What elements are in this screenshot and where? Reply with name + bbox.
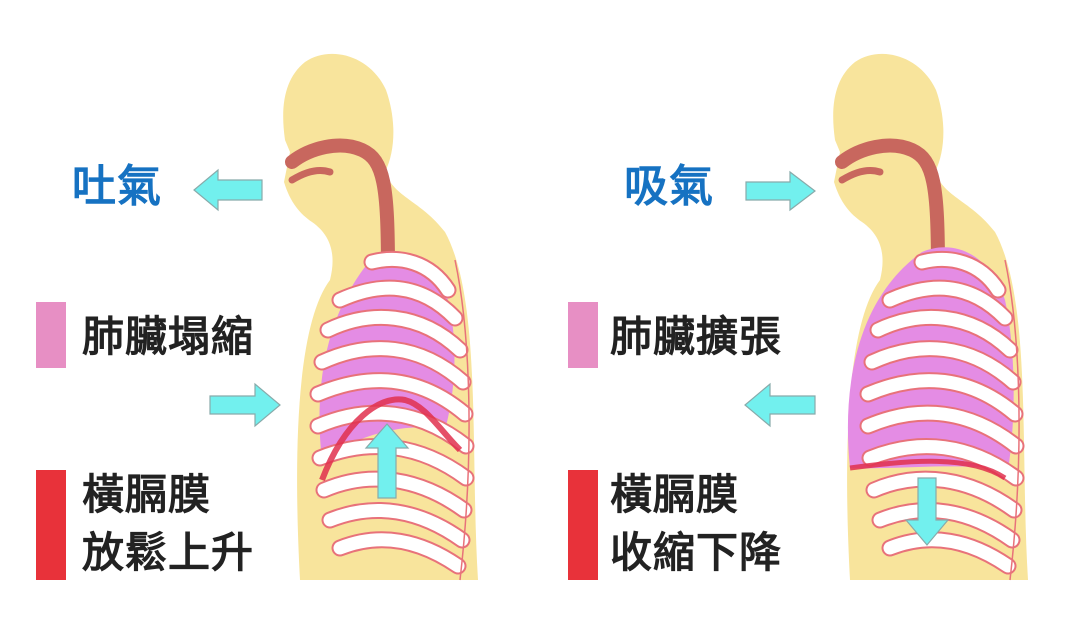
exhale-diaphragm-line2: 放鬆上升 (82, 528, 255, 577)
diaphragm-lowered (849, 458, 1007, 481)
inhale-lung-label: 肺臟擴張 (610, 312, 783, 361)
inhale-air-arrow-icon (745, 170, 816, 212)
lung-legend-bar (36, 302, 66, 368)
diaphragm-legend-bar (568, 470, 598, 580)
exhale-title: 吐氣 (72, 161, 162, 212)
inhale-title: 吸氣 (624, 161, 714, 212)
exhale-air-arrow-icon (193, 168, 263, 212)
exhale-lung-label: 肺臟塌縮 (82, 312, 255, 361)
exhale-push-arrow-icon (209, 382, 281, 428)
diaphragm-up-arrow-icon (364, 423, 410, 499)
inhale-diaphragm-line2: 收縮下降 (610, 528, 783, 577)
inhale-diaphragm-line1: 橫膈膜 (610, 470, 740, 519)
inhale-pull-arrow-icon (744, 382, 816, 428)
lung-legend-bar (568, 302, 598, 368)
diaphragm-legend-bar (36, 470, 66, 580)
diaphragm-raised (319, 396, 463, 482)
diaphragm-down-arrow-icon (904, 477, 950, 546)
inhale-figure (833, 54, 1028, 580)
exhale-diaphragm-line1: 橫膈膜 (82, 470, 212, 519)
exhale-figure (283, 54, 478, 580)
